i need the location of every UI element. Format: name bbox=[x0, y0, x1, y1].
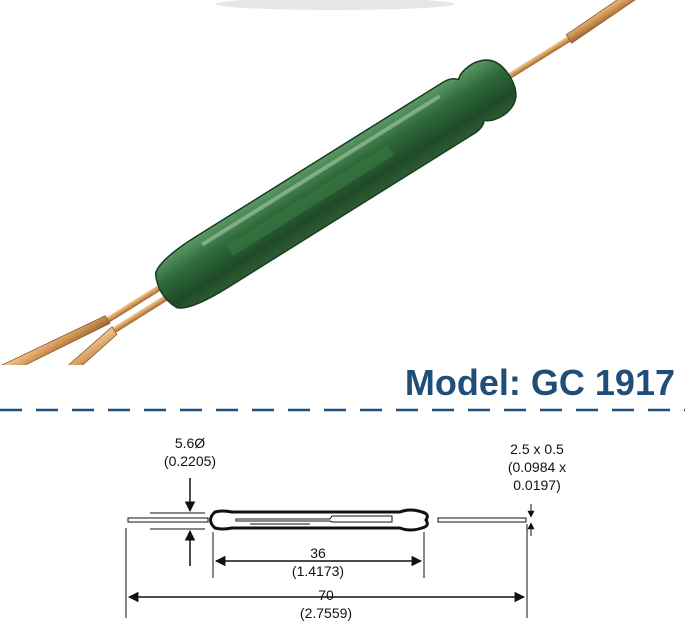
glass-length-label: 36 (1.4173) bbox=[268, 544, 368, 580]
dimension-drawing bbox=[125, 478, 535, 618]
lead-size-in-2: 0.0197) bbox=[513, 477, 561, 493]
overall-length-mm: 70 bbox=[318, 587, 334, 603]
glass-length-mm: 36 bbox=[310, 545, 326, 561]
dashed-divider bbox=[0, 408, 685, 412]
drawing-glass-body bbox=[209, 508, 429, 532]
glass-length-in: (1.4173) bbox=[291, 563, 345, 579]
right-lead bbox=[491, 0, 675, 90]
diameter-label: 5.6Ø (0.2205) bbox=[140, 434, 240, 470]
photo-shadow bbox=[215, 0, 455, 10]
drawing-leads bbox=[127, 517, 527, 523]
diameter-in: (0.2205) bbox=[163, 453, 217, 469]
overall-length-in: (2.7559) bbox=[299, 605, 353, 621]
glass-envelope bbox=[154, 59, 517, 309]
lead-size-mm: 2.5 x 0.5 bbox=[510, 441, 564, 457]
overall-length-label: 70 (2.7559) bbox=[276, 586, 376, 622]
lead-size-in-1: (0.0984 x bbox=[507, 459, 567, 475]
lead-size-label: 2.5 x 0.5 (0.0984 x 0.0197) bbox=[482, 440, 592, 494]
reed-switch-photo bbox=[0, 0, 675, 365]
model-title: Model: GC 1917 bbox=[404, 362, 675, 403]
extension-lines bbox=[125, 512, 528, 618]
diameter-mm: 5.6Ø bbox=[174, 435, 206, 451]
